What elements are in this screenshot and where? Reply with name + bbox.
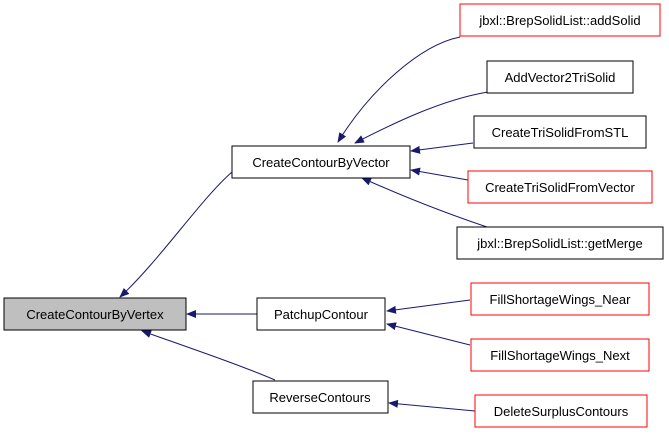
node-label: FillShortageWings_Next [490,348,630,363]
edge-stl-to-vector [410,142,474,154]
edge-vector-to-vertex [119,171,233,298]
edge-addvector-to-vector [354,91,489,144]
node-patchup-contour[interactable]: PatchupContour [256,297,386,331]
node-label: DeleteSurplusContours [494,404,629,419]
edge-getmerge-to-vector [361,177,497,231]
node-label: jbxl::BrepSolidList::getMerge [476,236,642,251]
node-label: CreateTriSolidFromSTL [492,125,629,140]
edge-addsolid-to-vector [337,36,461,143]
node-label: AddVector2TriSolid [505,70,616,85]
node-fill-shortage-wings-next[interactable]: FillShortageWings_Next [470,338,650,372]
node-delete-surplus-contours[interactable]: DeleteSurplusContours [474,394,648,428]
node-label: FillShortageWings_Near [490,292,632,307]
node-create-tri-solid-from-vector[interactable]: CreateTriSolidFromVector [467,170,653,204]
edges [119,36,497,412]
node-add-vector2-tri-solid[interactable]: AddVector2TriSolid [486,60,634,94]
node-label: jbxl::BrepSolidList::addSolid [478,13,640,28]
node-label: CreateTriSolidFromVector [485,180,635,195]
node-create-contour-by-vector[interactable]: CreateContourByVector [231,145,411,179]
node-label: CreateContourByVertex [26,307,164,322]
node-label: PatchupContour [274,307,369,322]
node-reverse-contours[interactable]: ReverseContours [252,380,389,414]
edge-delete-to-reverse [388,399,476,412]
node-create-tri-solid-from-stl[interactable]: CreateTriSolidFromSTL [473,115,647,149]
node-fill-shortage-wings-near[interactable]: FillShortageWings_Near [470,282,650,316]
edge-near-to-patchup [386,299,471,314]
edge-next-to-patchup [386,322,471,346]
node-label: CreateContourByVector [252,155,390,170]
node-label: ReverseContours [269,390,371,405]
node-create-contour-by-vertex[interactable]: CreateContourByVertex [3,297,187,331]
edge-reverse-to-vertex [141,330,276,381]
node-add-solid[interactable]: jbxl::BrepSolidList::addSolid [459,3,661,37]
node-get-merge[interactable]: jbxl::BrepSolidList::getMerge [456,226,664,260]
edge-trivector-to-vector [410,167,469,181]
